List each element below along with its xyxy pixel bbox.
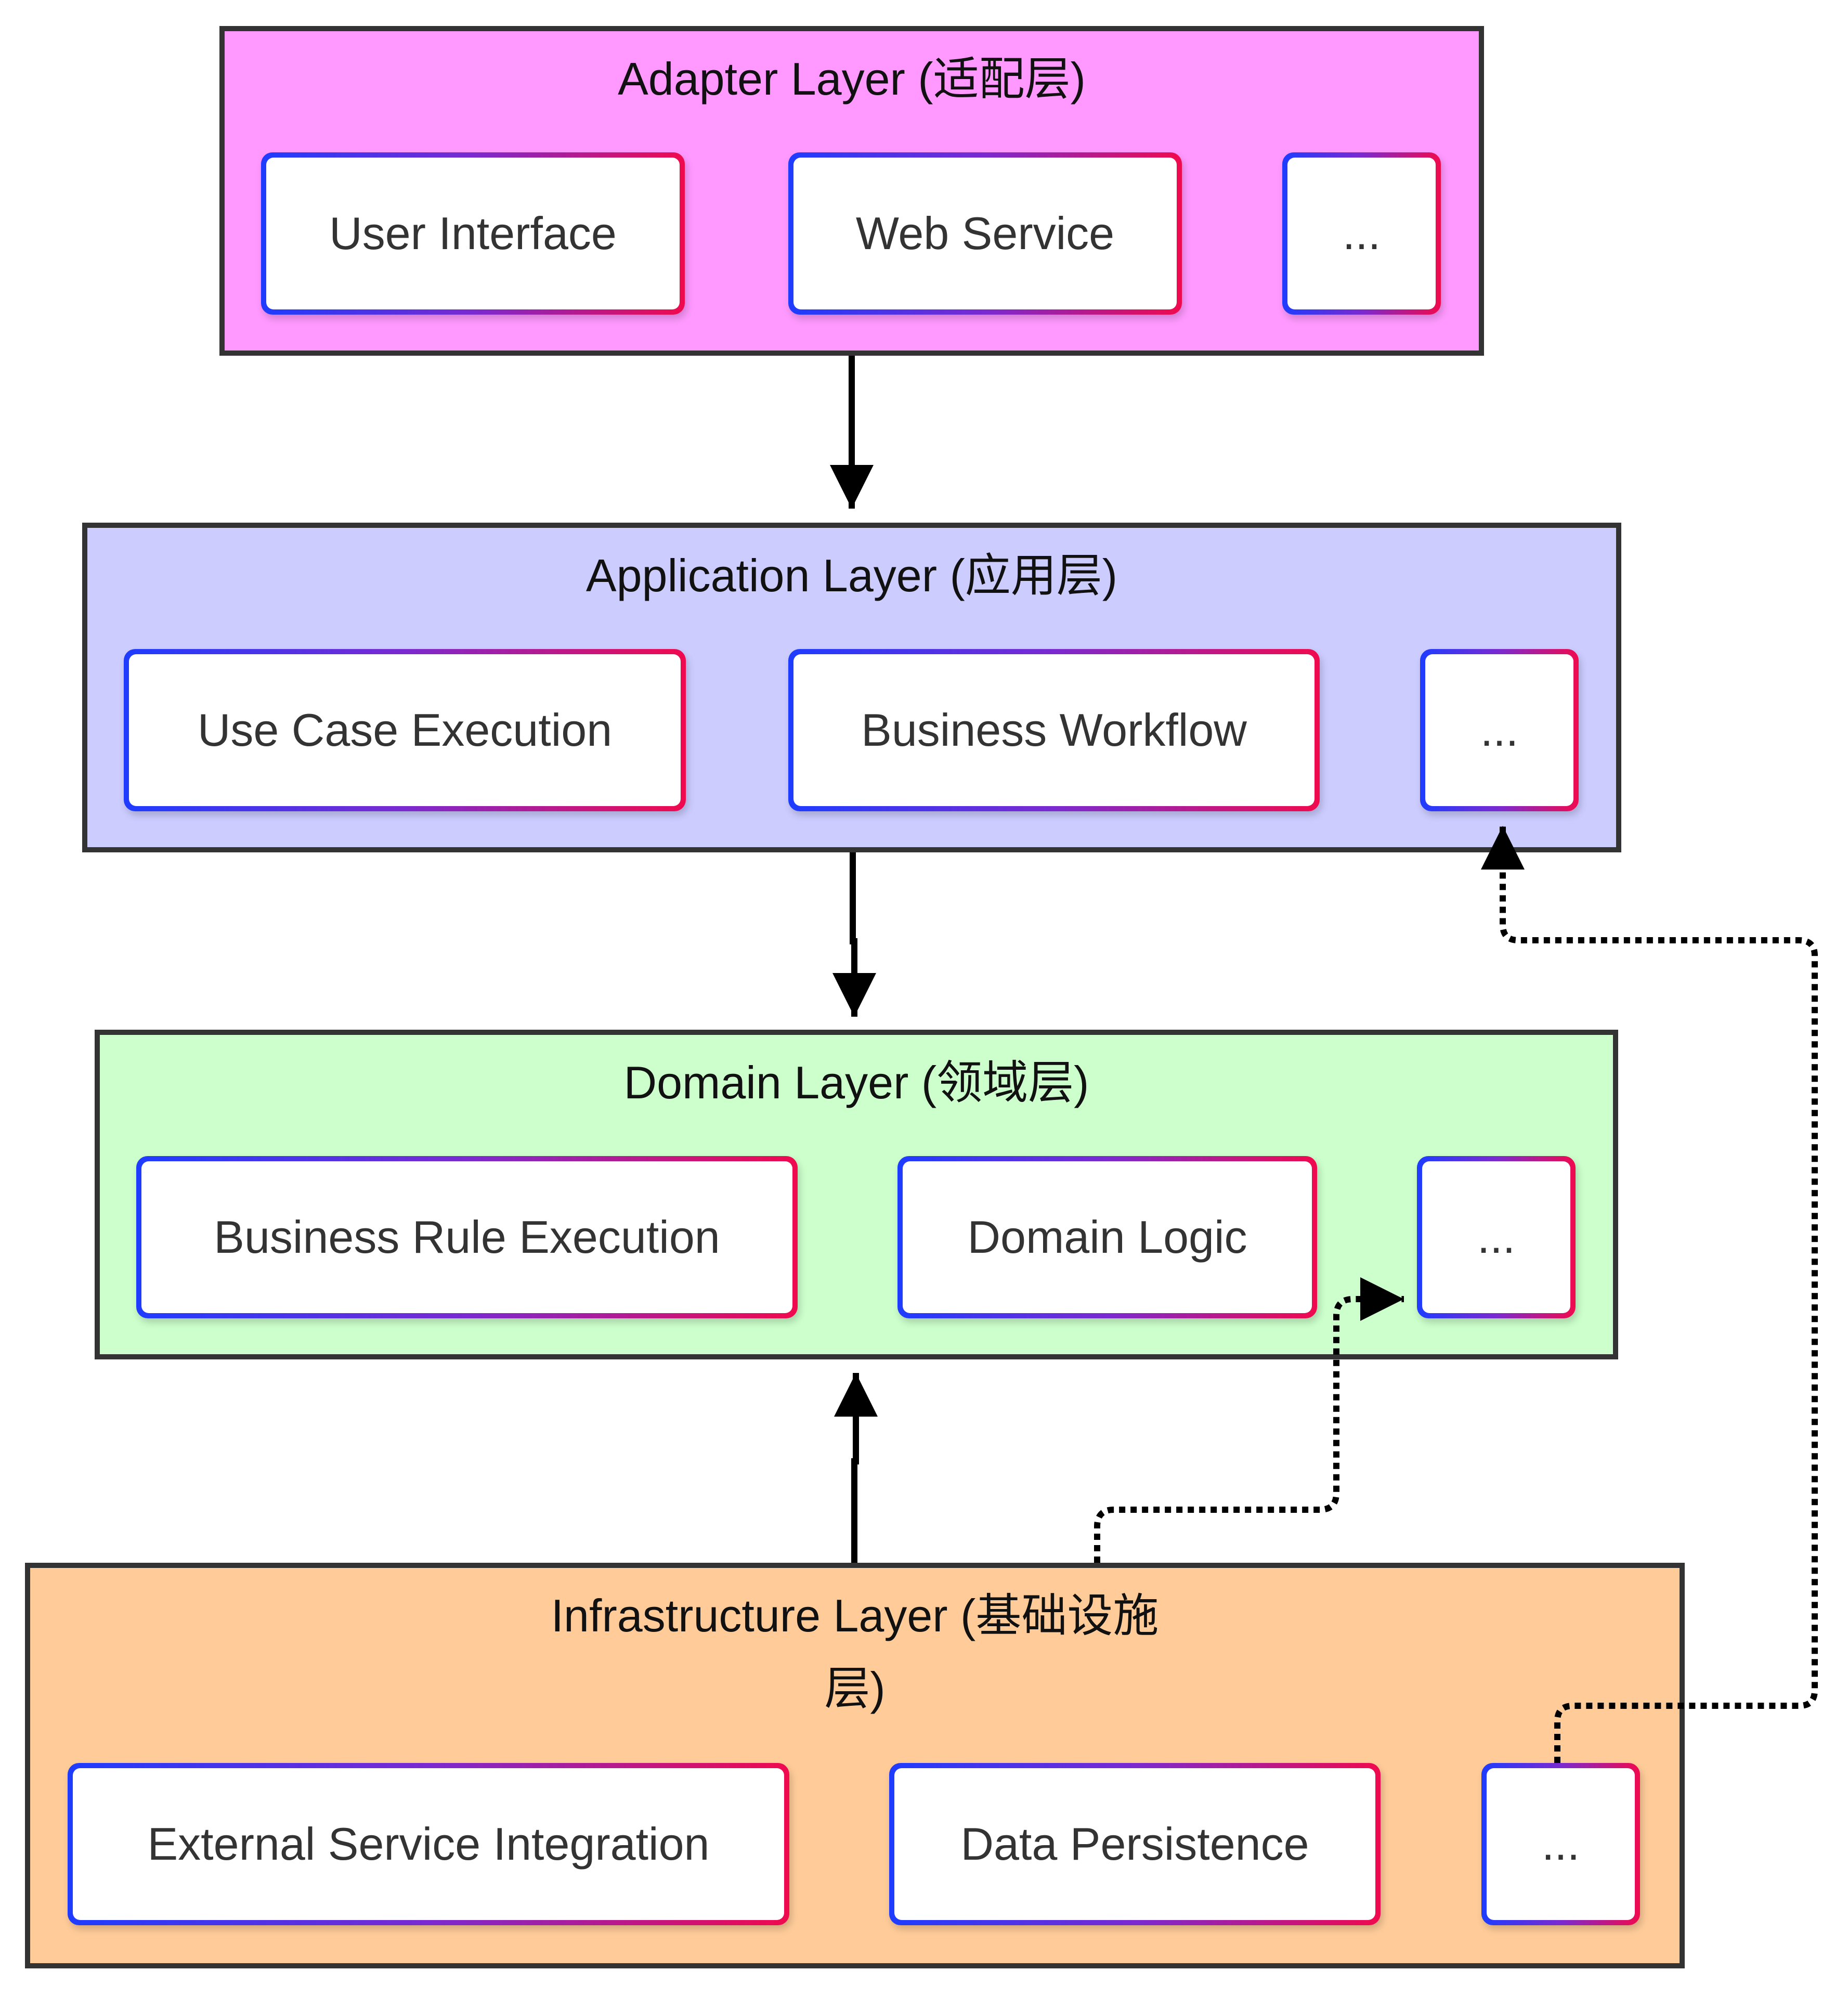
node-domain-more-label: ...	[1422, 1161, 1570, 1313]
edge-application-to-domain	[832, 852, 876, 1017]
node-external-service-integration[interactable]: External Service Integration	[68, 1763, 789, 1925]
node-domain-logic-label: Domain Logic	[903, 1161, 1312, 1313]
node-infrastructure-more-label: ...	[1487, 1768, 1635, 1920]
node-use-case-execution[interactable]: Use Case Execution	[124, 649, 686, 811]
node-business-workflow-label: Business Workflow	[793, 654, 1315, 806]
edge-infrastructure-to-domain	[834, 1373, 878, 1563]
node-adapter-more-label: ...	[1287, 158, 1436, 309]
node-infrastructure-more[interactable]: ...	[1481, 1763, 1640, 1925]
node-web-service-label: Web Service	[793, 158, 1177, 309]
node-application-more[interactable]: ...	[1420, 649, 1579, 811]
node-data-persistence[interactable]: Data Persistence	[889, 1763, 1381, 1925]
node-user-interface[interactable]: User Interface	[261, 152, 685, 315]
node-business-rule-execution[interactable]: Business Rule Execution	[136, 1156, 798, 1318]
application-layer-title: Application Layer (应用层)	[585, 550, 1118, 601]
node-application-more-label: ...	[1425, 654, 1573, 806]
node-adapter-more[interactable]: ...	[1282, 152, 1441, 315]
node-domain-more[interactable]: ...	[1417, 1156, 1576, 1318]
adapter-layer-title: Adapter Layer (适配层)	[618, 53, 1086, 105]
infrastructure-layer-title-line2: 层)	[824, 1663, 886, 1714]
node-external-service-integration-label: External Service Integration	[73, 1768, 784, 1920]
node-data-persistence-label: Data Persistence	[894, 1768, 1375, 1920]
node-domain-logic[interactable]: Domain Logic	[897, 1156, 1317, 1318]
node-user-interface-label: User Interface	[266, 158, 680, 309]
node-business-workflow[interactable]: Business Workflow	[788, 649, 1320, 811]
node-business-rule-execution-label: Business Rule Execution	[141, 1161, 792, 1313]
node-use-case-execution-label: Use Case Execution	[129, 654, 681, 806]
infrastructure-layer-title-line1: Infrastructure Layer (基础设施	[551, 1590, 1159, 1641]
node-web-service[interactable]: Web Service	[788, 152, 1182, 315]
domain-layer-title: Domain Layer (领域层)	[623, 1057, 1089, 1108]
